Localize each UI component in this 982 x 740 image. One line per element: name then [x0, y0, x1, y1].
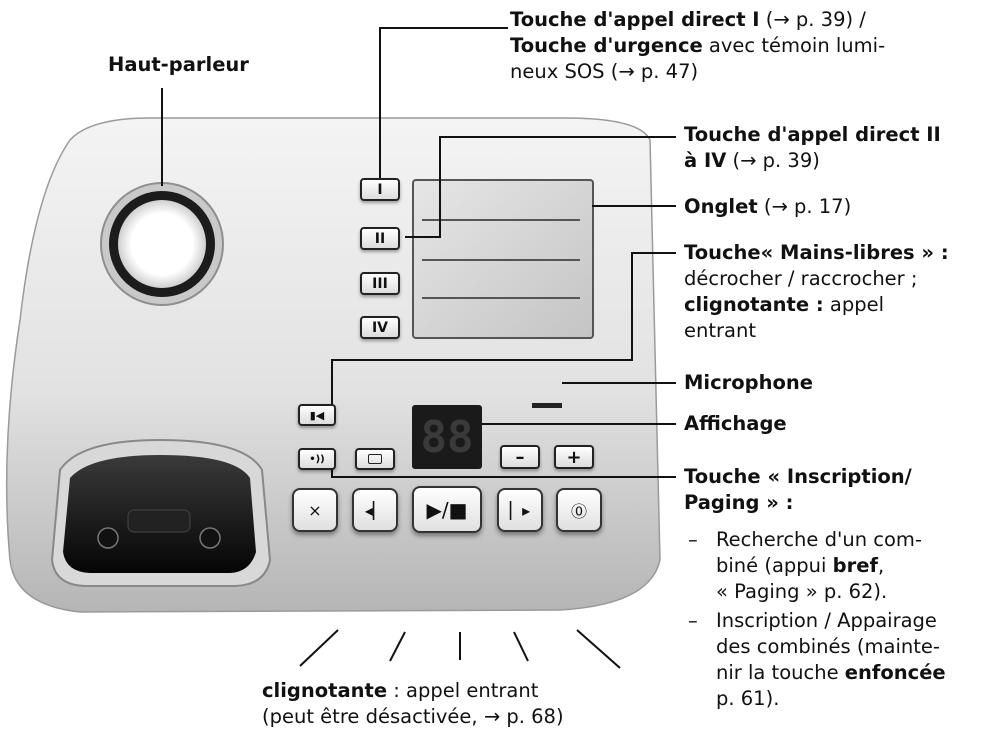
- direct-key-2[interactable]: II: [360, 227, 400, 250]
- display-digits: 88: [420, 411, 474, 463]
- paging-bullet-2: – Inscription / Appairage des combinés (…: [688, 609, 946, 710]
- label-blinking: clignotante : appel entrant (peut être d…: [262, 679, 564, 728]
- label-microphone: Microphone: [684, 371, 814, 394]
- label-handsfree: Touche« Mains-libres » : décrocher / rac…: [684, 241, 949, 342]
- direct-key-3[interactable]: III: [360, 272, 400, 295]
- label-direct-keys-2-4: Touche d'appel direct II à IV (→ p. 39): [684, 123, 941, 172]
- speaker-icon: ▮◀: [309, 408, 325, 422]
- skip-forward-key[interactable]: ▏▸: [497, 488, 543, 532]
- label-tab: Onglet (→ p. 17): [684, 195, 852, 218]
- direct-key-1[interactable]: I: [360, 178, 400, 201]
- microphone-slot: [532, 403, 562, 408]
- menu-key[interactable]: [355, 448, 395, 470]
- label-direct-key-1: Touche d'appel direct I (→ p. 39) / Touc…: [510, 8, 886, 83]
- paging-key[interactable]: •)): [298, 448, 336, 470]
- power-key[interactable]: ⓪: [556, 488, 602, 532]
- skip-back-key[interactable]: ◂▏: [352, 488, 398, 532]
- paging-bullet-1: – Recherche d'un com- biné (appui bref, …: [688, 528, 922, 603]
- handsfree-key[interactable]: ▮◀: [298, 404, 336, 426]
- delete-key[interactable]: ×: [292, 488, 338, 532]
- volume-down-key[interactable]: –: [500, 445, 540, 469]
- label-paging: Touche « Inscription/ Paging » :: [684, 465, 912, 514]
- label-display: Affichage: [684, 412, 787, 435]
- label-speaker: Haut-parleur: [108, 53, 249, 76]
- volume-up-key[interactable]: +: [554, 445, 594, 469]
- message-icon: [368, 454, 382, 464]
- paging-icon: •)): [309, 453, 325, 465]
- speaker-grille: [118, 200, 206, 288]
- direct-key-4[interactable]: IV: [360, 316, 400, 339]
- play-stop-key[interactable]: ▶/■: [412, 486, 482, 533]
- led-display: 88: [412, 405, 482, 469]
